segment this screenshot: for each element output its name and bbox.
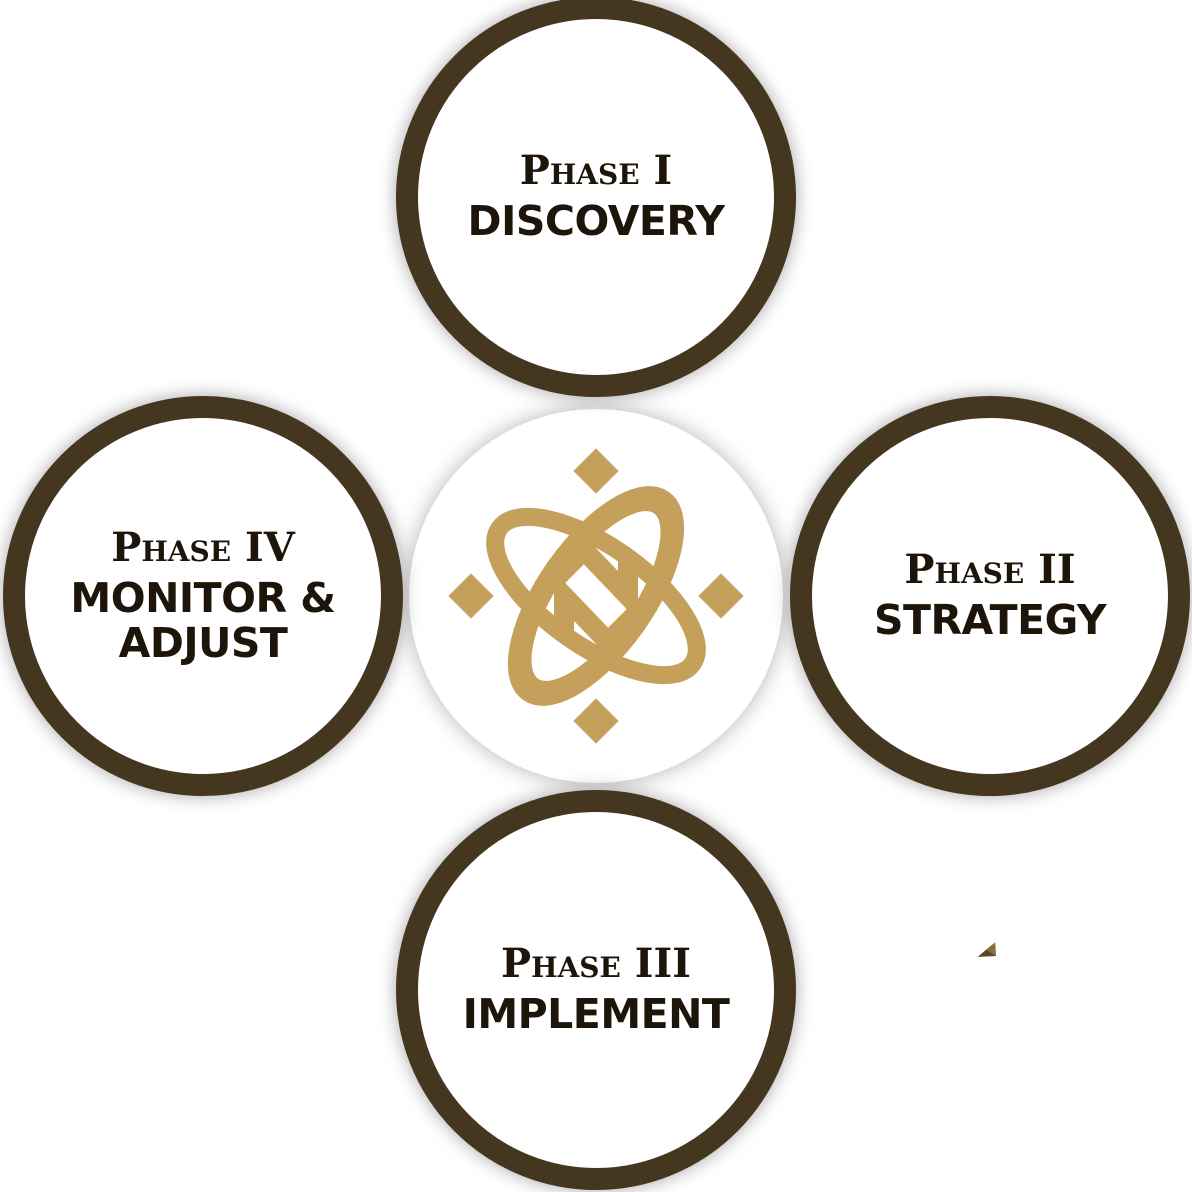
- center-logo-circle: [409, 409, 783, 783]
- phase-title: STRATEGY: [873, 596, 1107, 645]
- phase-3-circle: Phase III IMPLEMENT: [396, 790, 796, 1190]
- phase-label: Phase II: [904, 546, 1076, 594]
- phase-2-circle: Phase II STRATEGY: [790, 396, 1190, 796]
- phase-title: DISCOVERY: [467, 197, 725, 246]
- knot-monogram-logo-icon: [448, 448, 744, 744]
- phase-label: Phase I: [519, 147, 673, 195]
- phase-4-circle: Phase IV MONITOR & ADJUST: [3, 396, 403, 796]
- phase-title: IMPLEMENT: [462, 990, 730, 1039]
- phase-1-circle: Phase I DISCOVERY: [396, 0, 796, 397]
- phase-label: Phase III: [501, 940, 691, 988]
- phase-label: Phase IV: [111, 523, 295, 571]
- phase-title: MONITOR & ADJUST: [70, 573, 336, 667]
